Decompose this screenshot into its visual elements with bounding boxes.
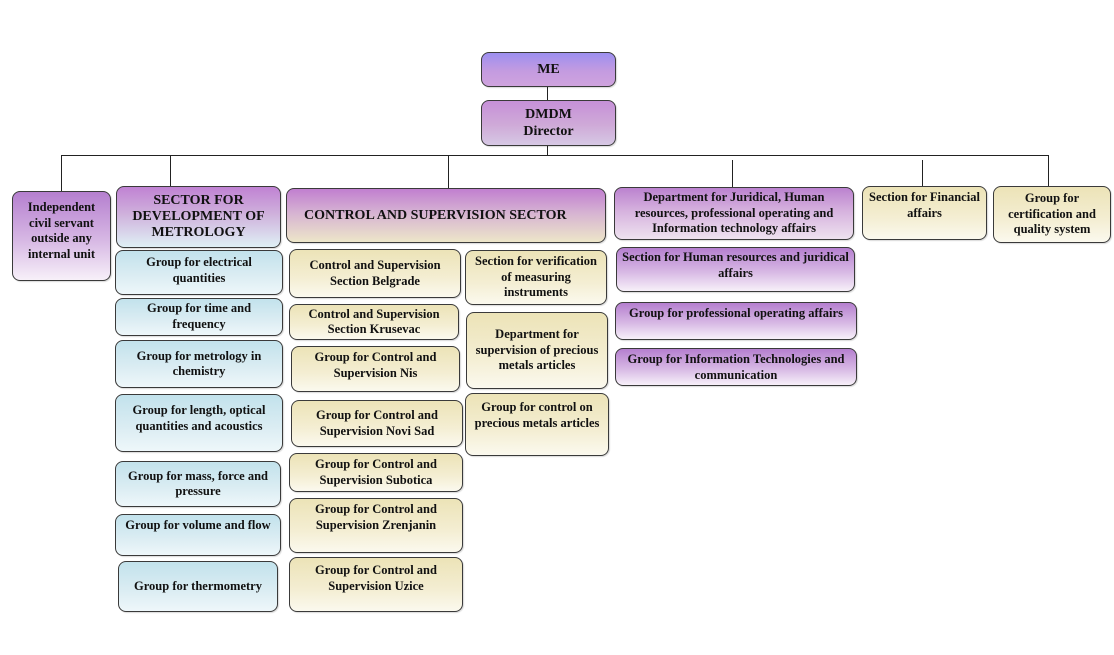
metrology-group-volume[interactable]: Group for volume and flow [115,514,281,556]
control-unit-label: Section for verification of measuring in… [475,254,597,300]
metrology-group-label: Group for time and frequency [146,301,252,331]
control-unit-verification[interactable]: Section for verification of measuring in… [465,250,607,305]
metrology-group-label: Group for electrical quantities [146,255,252,285]
connector-director-bus [547,146,549,156]
control-unit-nis[interactable]: Group for Control and Supervision Nis [291,346,460,392]
control-unit-label: Control and Supervision Section Krusevac [308,306,440,337]
connector-certification [1048,155,1050,187]
juridical-unit-professional-operating[interactable]: Group for professional operating affairs [615,302,857,340]
financial-section-box[interactable]: Section for Financial affairs [862,186,987,240]
control-unit-label: Group for Control and Supervision Novi S… [316,408,438,438]
juridical-unit-human-resources[interactable]: Section for Human resources and juridica… [616,247,855,292]
juridical-department-title: Department for Juridical, Human resource… [634,190,834,236]
control-unit-label: Control and Supervision Section Belgrade [309,258,441,288]
metrology-sector-title: SECTOR FOR DEVELOPMENT OF METROLOGY [132,193,265,240]
metrology-sector-box[interactable]: SECTOR FOR DEVELOPMENT OF METROLOGY [116,186,281,248]
financial-section-label: Section for Financial affairs [869,190,980,220]
independent-civil-servant-label: Independent civil servant outside any in… [27,200,96,261]
metrology-group-electrical[interactable]: Group for electrical quantities [115,250,283,295]
metrology-group-label: Group for volume and flow [125,518,271,532]
juridical-unit-label: Group for professional operating affairs [629,306,843,320]
metrology-group-label: Group for mass, force and pressure [128,468,268,499]
connector-financial [922,160,924,187]
control-unit-label: Department for supervision of precious m… [475,327,599,373]
connector-me-director [547,87,549,100]
metrology-group-mass[interactable]: Group for mass, force and pressure [115,461,281,507]
control-unit-zrenjanin[interactable]: Group for Control and Supervision Zrenja… [289,498,463,553]
certification-group-label: Group for certification and quality syst… [1008,191,1096,237]
control-unit-label: Group for Control and Supervision Nis [314,350,437,380]
control-sector-title: CONTROL AND SUPERVISION SECTOR [304,207,567,223]
juridical-department-box[interactable]: Department for Juridical, Human resource… [614,187,854,240]
certification-group-box[interactable]: Group for certification and quality syst… [993,186,1111,243]
control-unit-label: Group for control on precious metals art… [474,400,600,430]
control-unit-belgrade[interactable]: Control and Supervision Section Belgrade [289,249,461,298]
connector-independent [61,155,63,192]
juridical-unit-label: Group for Information Technologies and c… [627,352,845,382]
juridical-unit-information-technologies[interactable]: Group for Information Technologies and c… [615,348,857,386]
control-unit-uzice[interactable]: Group for Control and Supervision Uzice [289,557,463,612]
independent-civil-servant-box[interactable]: Independent civil servant outside any in… [12,191,111,281]
control-unit-subotica[interactable]: Group for Control and Supervision Suboti… [289,453,463,492]
juridical-unit-label: Section for Human resources and juridica… [622,250,849,280]
control-sector-box[interactable]: CONTROL AND SUPERVISION SECTOR [286,188,606,243]
metrology-group-chemistry[interactable]: Group for metrology in chemistry [115,340,283,388]
metrology-group-label: Group for length, optical quantities and… [132,403,266,433]
metrology-group-length[interactable]: Group for length, optical quantities and… [115,394,283,452]
connector-control-sector [448,155,450,188]
control-unit-label: Group for Control and Supervision Uzice [315,563,437,593]
connector-horizontal-bus [61,155,1049,157]
me-label: ME [537,61,560,77]
connector-metrology-sector [170,155,172,187]
connector-juridical-department [732,160,734,188]
metrology-group-time[interactable]: Group for time and frequency [115,298,283,336]
metrology-group-label: Group for metrology in chemistry [136,348,262,379]
control-unit-label: Group for Control and Supervision Suboti… [315,457,437,487]
control-unit-precious-metals-department[interactable]: Department for supervision of precious m… [466,312,608,389]
metrology-group-thermometry[interactable]: Group for thermometry [118,561,278,612]
director-title-label: Director [523,124,574,139]
metrology-group-label: Group for thermometry [134,578,262,593]
control-unit-label: Group for Control and Supervision Zrenja… [315,502,437,532]
director-box[interactable]: DMDM Director [481,100,616,146]
control-unit-krusevac[interactable]: Control and Supervision Section Krusevac [289,304,459,340]
me-box[interactable]: ME [481,52,616,87]
director-org-label: DMDM [525,107,572,122]
control-unit-novi-sad[interactable]: Group for Control and Supervision Novi S… [291,400,463,447]
control-unit-precious-metals-group[interactable]: Group for control on precious metals art… [465,393,609,456]
